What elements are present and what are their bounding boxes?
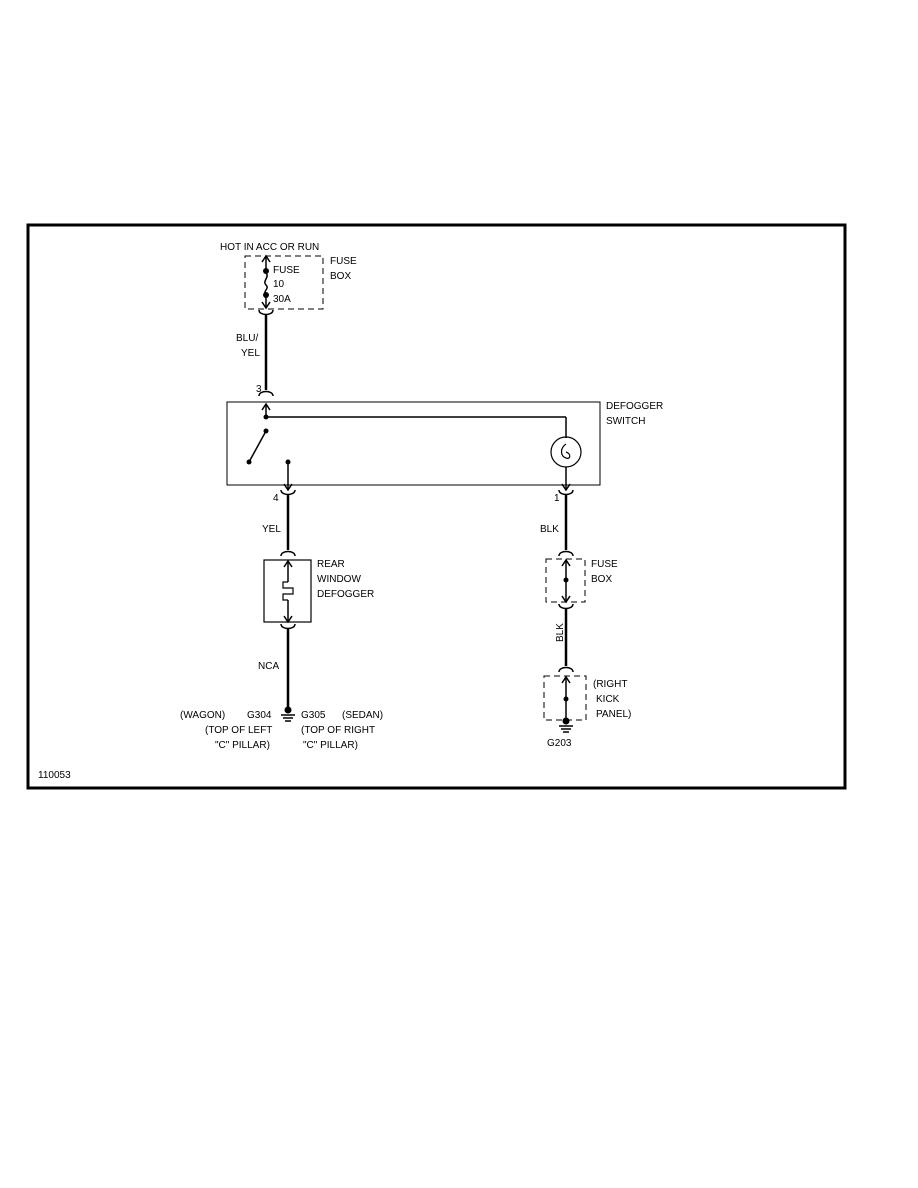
kick-panel-label-1: (RIGHT	[593, 679, 627, 690]
ground-g304: G304	[247, 710, 272, 721]
sedan-tag: (SEDAN)	[342, 710, 383, 721]
fuse-box-label-2: BOX	[330, 271, 351, 282]
mid-fuse-box: FUSE BOX	[545, 558, 618, 604]
ground-right-icon	[562, 717, 570, 725]
mid-fuse-box-label-2: BOX	[591, 574, 612, 585]
wire-blk-2: BLK	[555, 603, 574, 673]
defogger-label-1: REAR	[317, 559, 345, 570]
power-source-label: HOT IN ACC OR RUN	[220, 242, 319, 253]
ground-left: (WAGON) G304 G305 (SEDAN) (TOP OF LEFT "…	[180, 706, 383, 751]
wagon-location-2: "C" PILLAR)	[215, 740, 270, 751]
wire-blu-yel: BLU/ YEL	[236, 309, 274, 397]
wire-label-yel-2: YEL	[262, 524, 281, 535]
pin-3-label: 3	[256, 384, 262, 395]
figure-id: 110053	[38, 770, 71, 781]
fuse-rating: 30A	[273, 294, 291, 305]
pin-1-label: 1	[554, 493, 560, 504]
wagon-tag: (WAGON)	[180, 710, 225, 721]
fuse-box-label-1: FUSE	[330, 256, 357, 267]
defogger-label-2: WINDOW	[317, 574, 361, 585]
wire-label-blk-2: BLK	[555, 623, 566, 642]
fuse-number: 10	[273, 279, 285, 290]
wire-label-nca: NCA	[258, 661, 279, 672]
sedan-location-1: (TOP OF RIGHT	[301, 725, 375, 736]
kick-panel-label-2: KICK	[596, 694, 620, 705]
ground-g305: G305	[301, 710, 326, 721]
wire-nca: NCA	[258, 623, 296, 710]
defogger-switch: 3 DEFOGGER SWITCH 4 1	[226, 384, 663, 504]
wire-blk-1: BLK	[540, 489, 574, 557]
ground-g203: G203	[547, 738, 572, 749]
fuse-label: FUSE	[273, 265, 300, 276]
kick-panel-label-3: PANEL)	[596, 709, 631, 720]
ground-left-icon	[284, 706, 292, 714]
wire-label-yel: YEL	[241, 348, 260, 359]
switch-label-1: DEFOGGER	[606, 401, 663, 412]
top-fuse-box: FUSE 10 30A FUSE BOX	[244, 254, 357, 310]
kick-panel-ground: (RIGHT KICK PANEL) G203	[543, 675, 631, 749]
diagram-frame	[26, 223, 847, 790]
sedan-location-2: "C" PILLAR)	[303, 740, 358, 751]
wire-label-blu: BLU/	[236, 333, 258, 344]
wire-label-blk-1: BLK	[540, 524, 559, 535]
wire-yel: YEL	[262, 489, 296, 557]
pin-4-label: 4	[273, 493, 279, 504]
wagon-location-1: (TOP OF LEFT	[205, 725, 272, 736]
defogger-label-3: DEFOGGER	[317, 589, 374, 600]
rear-window-defogger: REAR WINDOW DEFOGGER	[263, 559, 374, 624]
switch-label-2: SWITCH	[606, 416, 645, 427]
mid-fuse-box-label-1: FUSE	[591, 559, 618, 570]
